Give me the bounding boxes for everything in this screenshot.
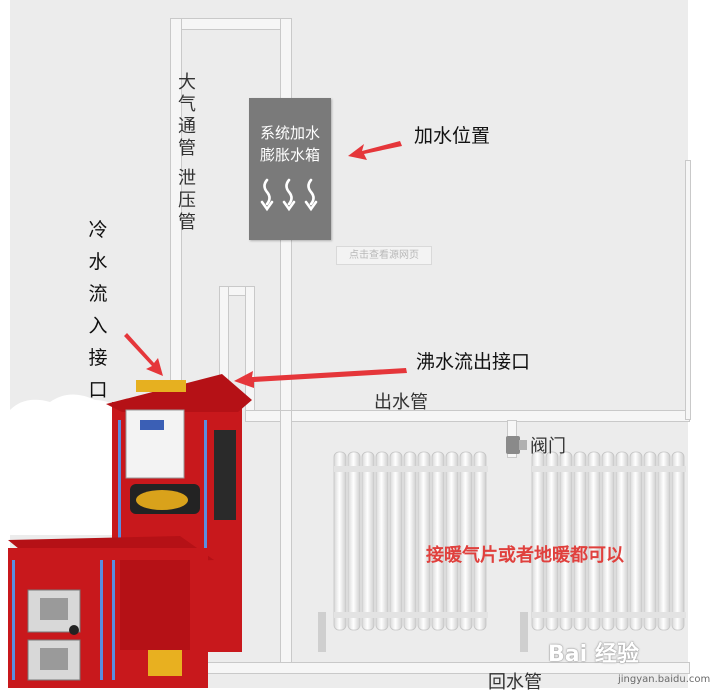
vent-char: 泄 [178,168,196,189]
radiator-fin [531,451,545,631]
bottom-margin [0,688,715,700]
cold-inlet-char: 流 [88,283,108,305]
radiator-fin [459,451,473,631]
add-water-label: 加水位置 [414,125,491,147]
radiator-fin [361,451,375,631]
expansion-tank: 系统加水 膨胀水箱 [249,98,331,240]
arrow-add-water [348,141,402,160]
radiator-fin [473,451,487,631]
vent-char: 管 [178,138,196,159]
tank-line-2: 膨胀水箱 [259,146,320,164]
radiator-fin [545,451,559,631]
radiator-fin [573,451,587,631]
baidu-site: jingyan.baidu.com [618,674,711,685]
water-wave-icon [260,178,318,212]
radiator-fin [389,451,403,631]
cold-inlet-char: 接 [88,347,108,369]
radiator-fin [615,451,629,631]
outlet-pipe-label: 出水管 [374,392,428,413]
baidu-logo: Bai 经验 [548,642,639,667]
radiator-fin [601,451,615,631]
radiator-fin [347,451,361,631]
radiator-manifold [334,612,488,618]
radiator-right [531,451,686,631]
radiator-manifold [532,466,686,472]
cold-inlet-char: 入 [88,315,108,337]
radiator-fin [431,451,445,631]
tank-line-1: 系统加水 [259,124,320,142]
hot-outlet-label: 沸水流出接口 [416,351,531,373]
radiator-fin [445,451,459,631]
vent-char: 大 [178,72,196,93]
radiator-fin [375,451,389,631]
right-margin [688,0,715,700]
left-margin [0,0,10,700]
cloud-shape [10,394,120,535]
radiator-note-label: 接暖气片或者地暖都可以 [426,545,624,566]
valve-body [506,436,520,454]
cold-inlet-char: 冷 [88,219,108,241]
radiator-left-leg [318,612,326,652]
cold-inlet-char: 水 [88,251,108,273]
valve-handle [519,440,527,450]
radiator-manifold [532,612,686,618]
return-pipe-label: 回水管 [488,672,542,693]
cold-inlet-label: 冷 水 流 入 接 口 [86,214,110,406]
arrow-hot-outlet [234,368,407,388]
radiator-fin [671,451,685,631]
valve-label: 阀门 [530,436,566,457]
radiator-fin [417,451,431,631]
vent-char: 通 [178,116,196,137]
radiator-fin [643,451,657,631]
vent-char: 气 [178,94,196,115]
vent-pipe-label: 大 气 通 管 泄 压 管 [178,72,196,234]
radiator-fin [403,451,417,631]
radiator-fin [587,451,601,631]
radiator-fin [559,451,573,631]
radiator-fin [333,451,347,631]
radiator-fin [657,451,671,631]
vent-char: 管 [178,212,196,233]
radiator-manifold [334,466,488,472]
right-riser-pipe [685,160,691,420]
source-watermark: 点击查看源网页 [336,246,432,265]
vent-char: 压 [178,190,196,211]
radiator-left [333,451,488,631]
cold-inlet-char: 口 [88,379,108,401]
arrow-cold-inlet [124,333,163,376]
radiator-right-leg [520,612,528,652]
radiator-fin [629,451,643,631]
